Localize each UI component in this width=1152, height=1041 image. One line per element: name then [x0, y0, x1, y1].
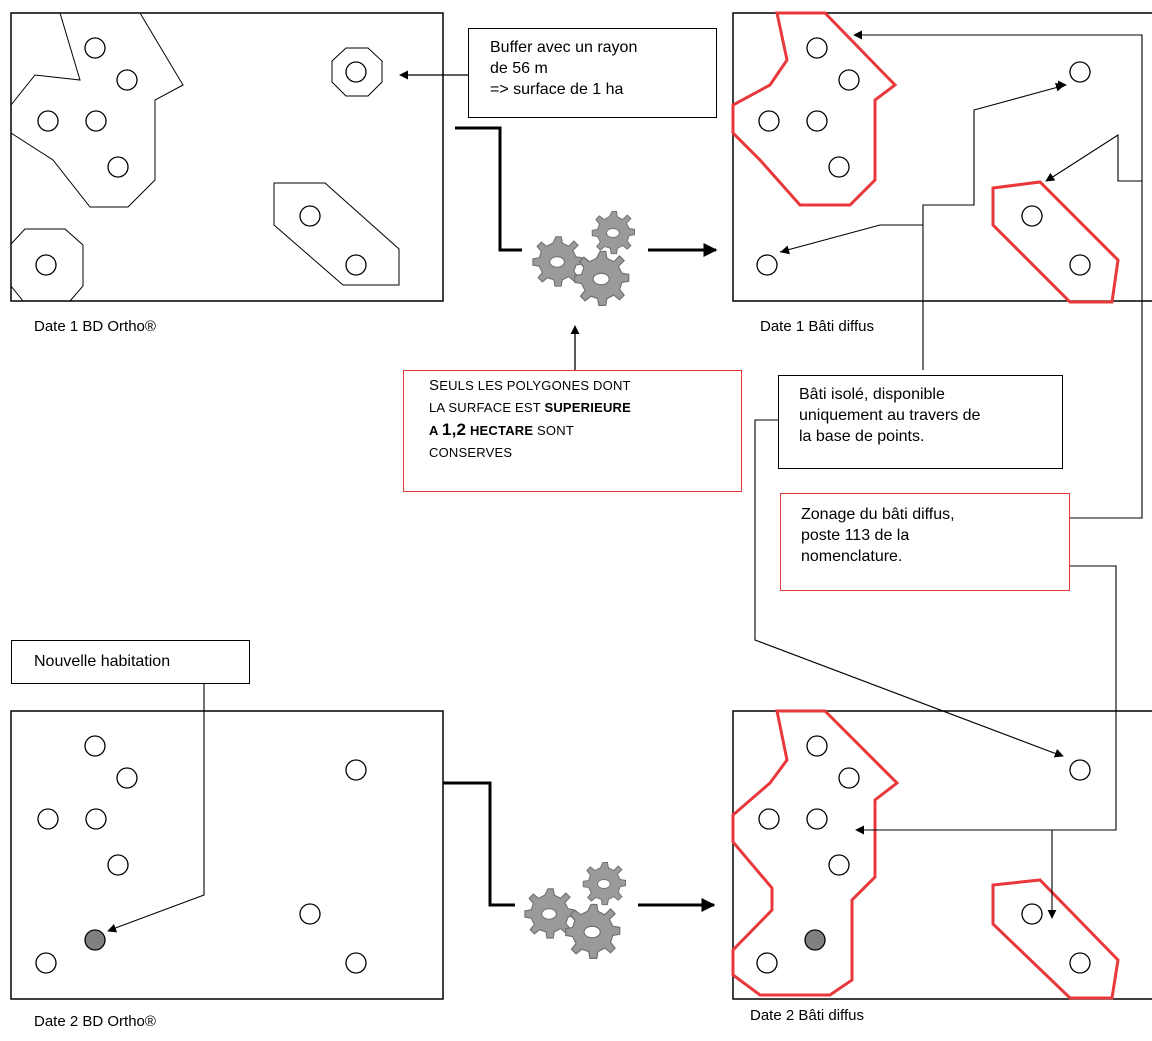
- building-point: [116, 69, 138, 91]
- building-point: [806, 37, 828, 59]
- building-point: [107, 156, 129, 178]
- gear-icon: [524, 861, 626, 960]
- building-point: [35, 254, 57, 276]
- zonage-connectors: [855, 34, 1143, 831]
- building-point: [345, 759, 367, 781]
- building-point: [345, 952, 367, 974]
- building-point: [84, 37, 106, 59]
- zonage-note-line: nomenclature.: [801, 548, 903, 565]
- building-point: [85, 808, 107, 830]
- building-point: [116, 767, 138, 789]
- panel-date2-ortho: [10, 710, 444, 1000]
- building-point: [299, 205, 321, 227]
- caption-date2-ortho: Date 2 BD Ortho®: [34, 1013, 156, 1030]
- zone-polygon-red: [991, 878, 1120, 1000]
- buffer-cluster-polygon: [10, 12, 184, 208]
- panel-date2-bati: [731, 709, 1152, 1000]
- nouvelle-connector: [109, 683, 205, 931]
- rule-line: LA SURFACE EST SUPERIEURE: [429, 400, 631, 415]
- building-point: [1021, 205, 1043, 227]
- building-point: [756, 952, 778, 974]
- process-flow-line: [443, 781, 515, 907]
- rule-box: SEULS LES POLYGONES DONT LA SURFACE EST …: [403, 370, 742, 492]
- buffer-octagon-topright: [331, 47, 383, 97]
- isole-note-line: uniquement au travers de: [799, 407, 981, 424]
- new-building-point: [84, 929, 106, 951]
- building-point: [838, 767, 860, 789]
- isole-note-line: Bâti isolé, disponible: [799, 386, 945, 403]
- process-flow-line: [455, 126, 522, 252]
- building-point: [758, 110, 780, 132]
- zonage-note-line: Zonage du bâti diffus,: [801, 506, 955, 523]
- caption-date1-bati: Date 1 Bâti diffus: [760, 318, 874, 335]
- building-point: [85, 110, 107, 132]
- buffer-note-line: Buffer avec un rayon: [490, 39, 638, 56]
- buffer-octagon-bottomleft: [10, 228, 84, 302]
- isole-note-box: Bâti isolé, disponible uniquement au tra…: [778, 375, 1063, 469]
- building-point: [828, 854, 850, 876]
- building-point: [828, 156, 850, 178]
- building-point: [1069, 61, 1091, 83]
- building-point: [1021, 903, 1043, 925]
- buffer-note-box: Buffer avec un rayon de 56 m => surface …: [468, 28, 717, 118]
- building-point: [806, 110, 828, 132]
- isole-connectors: [754, 85, 1063, 757]
- rule-line: A 1,2 HECTARE SONT: [429, 420, 574, 439]
- zonage-note-line: poste 113 de la: [801, 527, 910, 544]
- caption-date2-bati: Date 2 Bâti diffus: [750, 1007, 864, 1024]
- rule-line: CONSERVES: [429, 445, 513, 460]
- building-point: [806, 808, 828, 830]
- building-point: [345, 254, 367, 276]
- building-point: [758, 808, 780, 830]
- panel-date1-ortho: [10, 12, 444, 302]
- buffer-pair-polygon: [273, 182, 400, 286]
- building-point: [345, 61, 367, 83]
- building-point: [107, 854, 129, 876]
- building-point: [806, 735, 828, 757]
- zonage-note-box: Zonage du bâti diffus, poste 113 de la n…: [780, 493, 1070, 591]
- building-point: [84, 735, 106, 757]
- building-point: [1069, 952, 1091, 974]
- zone-polygon-red: [731, 709, 900, 997]
- new-building-point: [804, 929, 826, 951]
- zone-polygon-red: [991, 180, 1120, 304]
- zone-polygon-red: [731, 11, 898, 207]
- rule-line: SEULS LES POLYGONES DONT: [429, 377, 631, 394]
- gear-icon: [532, 210, 635, 307]
- building-point: [1069, 254, 1091, 276]
- building-point: [35, 952, 57, 974]
- building-point: [756, 254, 778, 276]
- panel-date1-bati: [731, 11, 1152, 304]
- building-point: [299, 903, 321, 925]
- building-point: [37, 808, 59, 830]
- nouvelle-habitation-box: Nouvelle habitation: [11, 640, 250, 684]
- building-point: [1069, 759, 1091, 781]
- building-point: [37, 110, 59, 132]
- buffer-note-line: de 56 m: [490, 60, 548, 77]
- caption-date1-ortho: Date 1 BD Ortho®: [34, 318, 156, 335]
- isole-note-line: la base de points.: [799, 428, 925, 445]
- building-point: [838, 69, 860, 91]
- buffer-note-line: => surface de 1 ha: [490, 81, 624, 98]
- nouvelle-habitation-label: Nouvelle habitation: [34, 653, 171, 670]
